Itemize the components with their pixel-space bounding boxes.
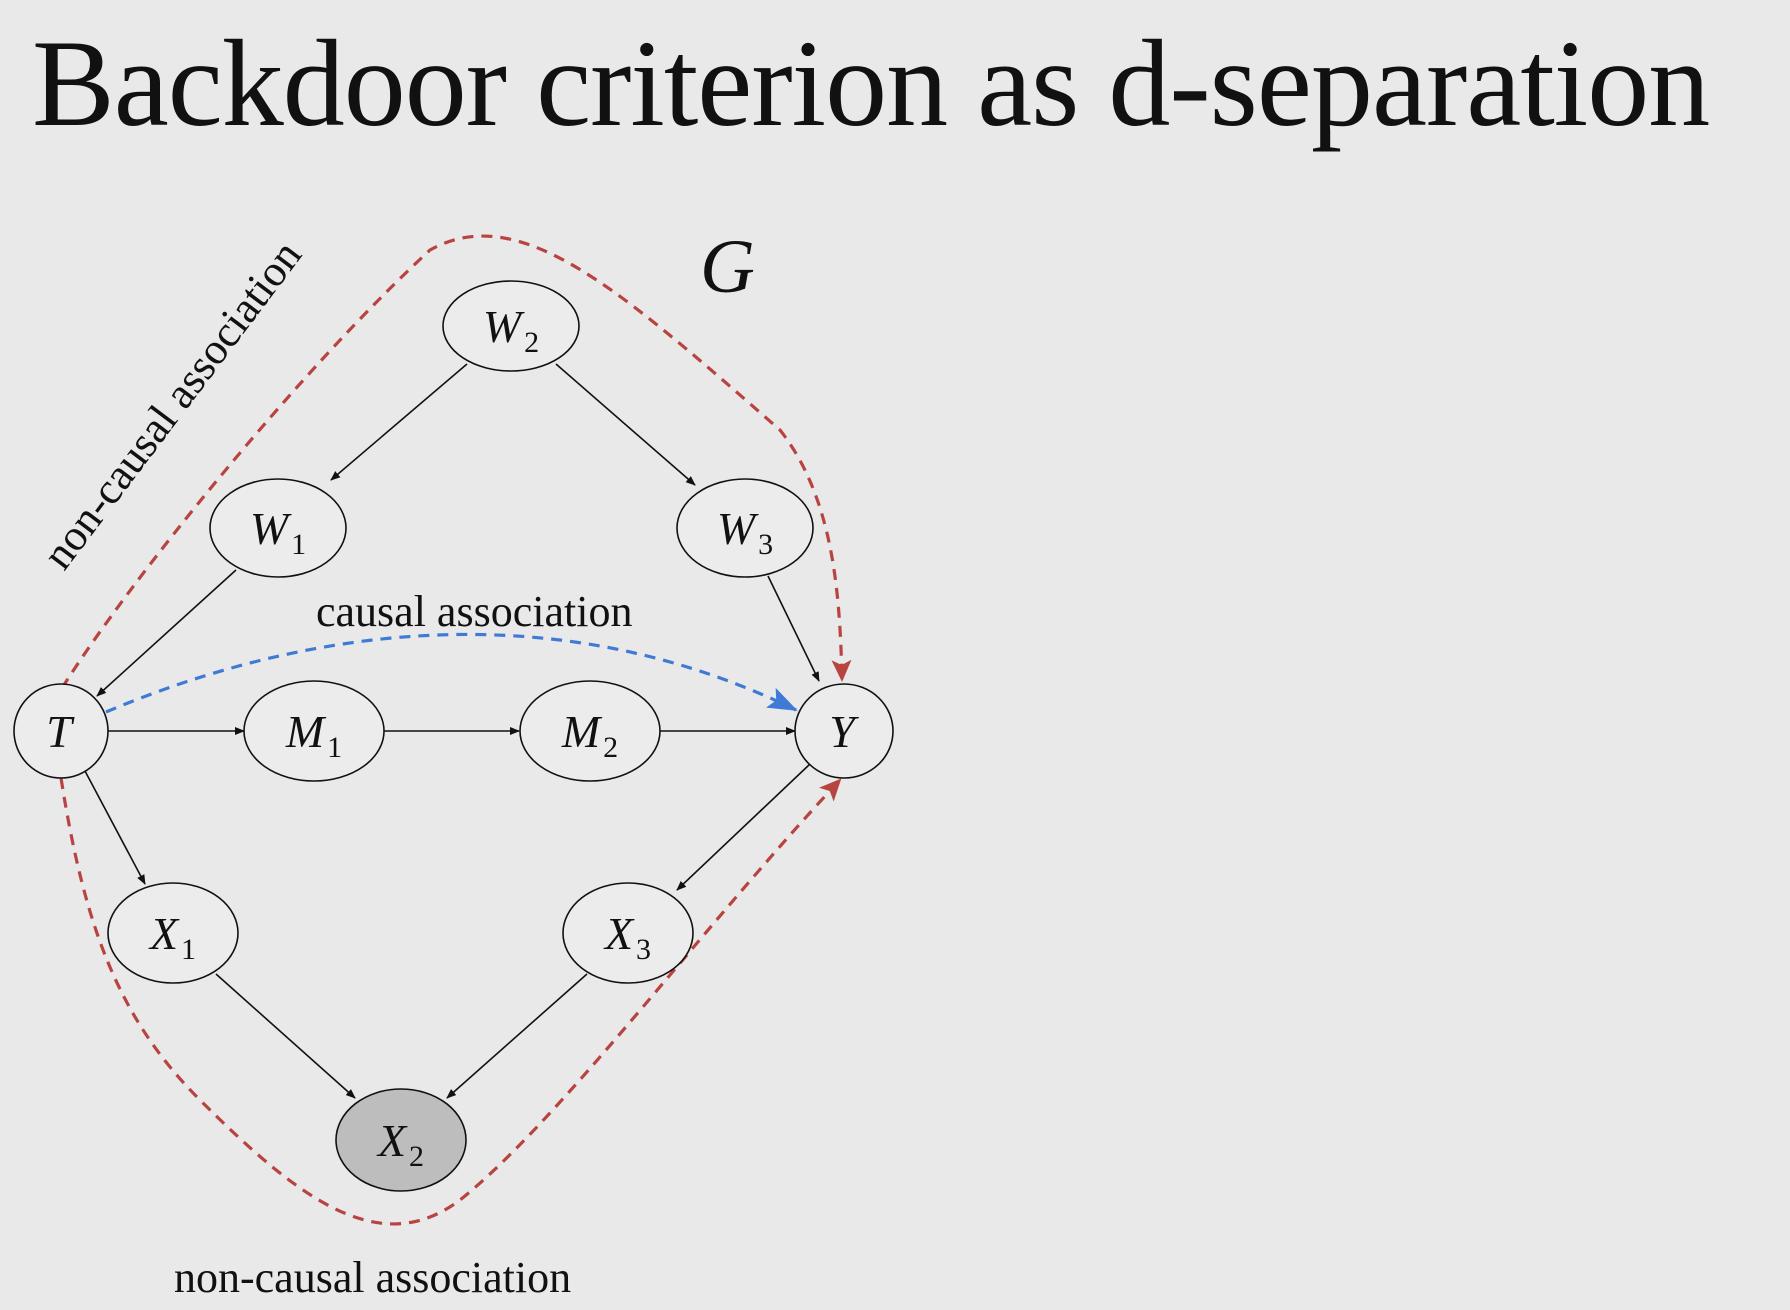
node-x3-label: X bbox=[603, 908, 635, 959]
svg-text:M2: M2 bbox=[561, 706, 618, 764]
node-m1-label: M bbox=[285, 706, 327, 757]
node-t-ellipse bbox=[13, 683, 109, 779]
node-t-label: T bbox=[46, 706, 75, 757]
svg-text:X2: X2 bbox=[376, 1115, 424, 1173]
noncausal-association-label-bottom: non-causal association bbox=[174, 1253, 571, 1302]
svg-text:T: T bbox=[46, 706, 75, 757]
node-w1-label: W bbox=[250, 503, 292, 554]
node-y-ellipse bbox=[794, 683, 894, 779]
node-w2-label: W bbox=[483, 301, 525, 352]
node-m2-label: M bbox=[561, 706, 603, 757]
node-x2-subscript: 2 bbox=[409, 1140, 424, 1173]
node-w3-label: W bbox=[717, 503, 759, 554]
edge-w2-w3 bbox=[555, 363, 696, 486]
noncausal-path-top bbox=[60, 234, 852, 689]
node-w3-ellipse bbox=[676, 478, 814, 578]
node-m1-subscript: 1 bbox=[327, 731, 342, 764]
edge-y-x3 bbox=[676, 763, 811, 891]
edge-x3-x2 bbox=[446, 973, 588, 1099]
edges bbox=[84, 363, 820, 1099]
graph-label-g: G bbox=[700, 225, 755, 309]
node-y: Y bbox=[794, 683, 894, 779]
node-m1-ellipse bbox=[243, 680, 385, 782]
edge-w1-t bbox=[96, 569, 237, 697]
noncausal-path-bottom bbox=[59, 777, 842, 1226]
node-m2-subscript: 2 bbox=[603, 731, 618, 764]
node-w1-ellipse bbox=[209, 478, 347, 578]
node-x1-ellipse bbox=[107, 882, 239, 984]
edge-w2-w1 bbox=[330, 363, 468, 481]
node-x1-subscript: 1 bbox=[181, 933, 196, 966]
svg-text:X3: X3 bbox=[603, 908, 651, 966]
svg-text:W1: W1 bbox=[250, 503, 306, 561]
svg-text:W3: W3 bbox=[717, 503, 773, 561]
node-x3-subscript: 3 bbox=[636, 933, 651, 966]
node-x1-label: X bbox=[148, 908, 180, 959]
causal-path bbox=[105, 632, 798, 714]
node-x3-ellipse bbox=[562, 882, 694, 984]
svg-text:Y: Y bbox=[829, 706, 859, 757]
edge-w3-y bbox=[767, 575, 820, 682]
causal-association-label: causal association bbox=[316, 587, 632, 636]
svg-text:M1: M1 bbox=[285, 706, 342, 764]
svg-text:W2: W2 bbox=[483, 301, 539, 359]
svg-text:X1: X1 bbox=[148, 908, 196, 966]
edge-t-x1 bbox=[84, 770, 146, 885]
node-m2-ellipse bbox=[519, 680, 661, 782]
node-w2-subscript: 2 bbox=[524, 326, 539, 359]
slide-title: Backdoor criterion as d-separation bbox=[32, 15, 1710, 152]
node-w3-subscript: 3 bbox=[758, 528, 773, 561]
node-x2-ellipse-conditioned bbox=[335, 1088, 467, 1192]
node-y-label: Y bbox=[829, 706, 859, 757]
node-w1-subscript: 1 bbox=[291, 528, 306, 561]
node-t: T bbox=[13, 683, 109, 779]
edge-x1-x2 bbox=[215, 973, 356, 1099]
node-x2-label: X bbox=[376, 1115, 408, 1166]
node-w2-ellipse bbox=[442, 280, 580, 372]
